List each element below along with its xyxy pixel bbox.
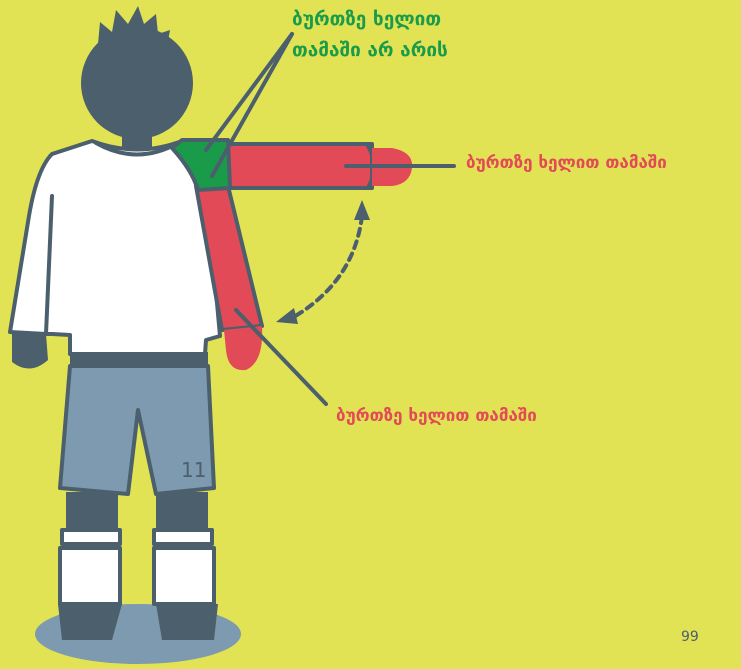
right-sock-band (154, 530, 212, 544)
arrowhead-up (354, 200, 370, 220)
right-sock (154, 548, 214, 604)
left-sock (60, 548, 120, 604)
label-not-handball: ბურთზე ხელით თამაში არ არის (292, 4, 482, 66)
left-sock-band (62, 530, 120, 544)
shirt-hem (70, 352, 208, 366)
left-shoe (58, 604, 122, 640)
page-number: 99 (681, 629, 699, 645)
label-handball-raised-arm: ბურთზე ხელით თამაში (466, 151, 667, 175)
arm-motion-arrow (276, 200, 370, 324)
right-shoe (156, 604, 218, 640)
label-not-handball-line2: თამაში არ არის (292, 35, 482, 66)
label-handball-lowered-arm: ბურთზე ხელით თამაში (336, 404, 537, 428)
player-left-hand (12, 334, 48, 369)
player-head (81, 27, 193, 139)
arrowhead-down (276, 308, 298, 324)
pointer-to-shoulder-a (206, 34, 292, 150)
player-neck (122, 130, 152, 148)
motion-arc (292, 216, 362, 318)
player-figure (10, 6, 412, 640)
label-not-handball-line1: ბურთზე ხელით (292, 4, 482, 35)
shirt-number: 11 (181, 458, 206, 482)
